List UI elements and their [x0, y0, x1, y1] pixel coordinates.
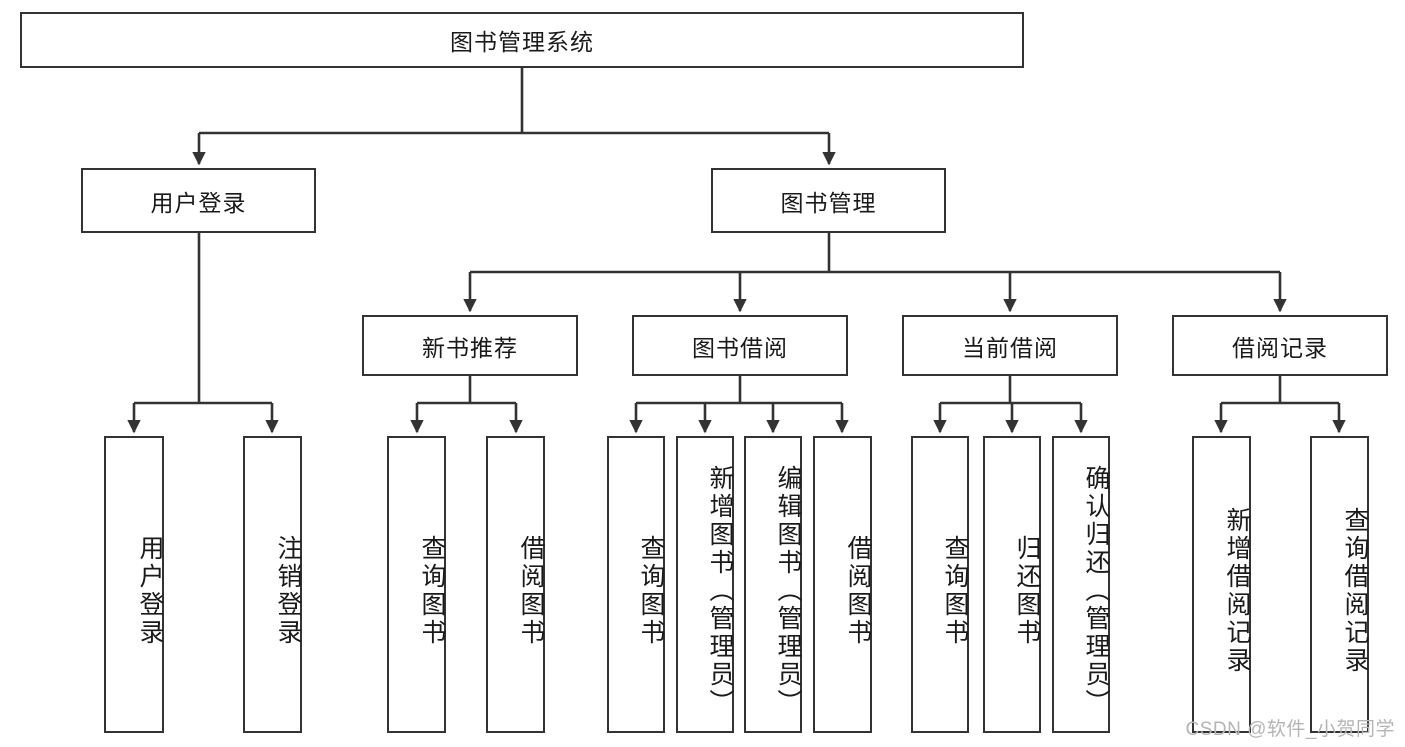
node-leaf-user-login[interactable]: 用户登录 — [104, 436, 164, 733]
node-book-borrow[interactable]: 图书借阅 — [632, 315, 848, 376]
node-user-login[interactable]: 用户登录 — [81, 168, 316, 233]
node-current-borrow-label: 当前借阅 — [962, 334, 1058, 361]
node-leaf-borrow-book-rec[interactable]: 借阅图书 — [486, 436, 545, 733]
node-leaf-query-borrow-record[interactable]: 查询借阅记录 — [1310, 436, 1369, 733]
node-leaf-query-book-rec[interactable]: 查询图书 — [387, 436, 446, 733]
node-leaf-add-book[interactable]: 新增图书（管理员） — [676, 436, 734, 733]
node-leaf-user-logout[interactable]: 注销登录 — [243, 436, 302, 733]
node-leaf-edit-book-label: 编辑图书（管理员） — [774, 464, 802, 717]
node-leaf-query-book-brw-label: 查询图书 — [637, 534, 665, 647]
node-leaf-return-book[interactable]: 归还图书 — [983, 436, 1041, 733]
node-leaf-borrow-book-rec-label: 借阅图书 — [517, 534, 545, 647]
watermark: CSDN @软件_小贺同学 — [1185, 719, 1395, 740]
node-leaf-add-borrow-record-label: 新增借阅记录 — [1223, 506, 1251, 675]
node-book-management-label: 图书管理 — [780, 189, 877, 216]
node-borrow-record-label: 借阅记录 — [1232, 334, 1328, 361]
node-leaf-add-book-label: 新增图书（管理员） — [706, 464, 734, 717]
node-leaf-query-book-brw[interactable]: 查询图书 — [607, 436, 665, 733]
node-leaf-user-logout-label: 注销登录 — [274, 534, 302, 647]
node-root-label: 图书管理系统 — [450, 29, 594, 55]
node-leaf-borrow-book-brw-label: 借阅图书 — [844, 534, 872, 647]
node-leaf-borrow-book-brw[interactable]: 借阅图书 — [813, 436, 872, 733]
node-leaf-add-borrow-record[interactable]: 新增借阅记录 — [1192, 436, 1251, 733]
node-borrow-record[interactable]: 借阅记录 — [1172, 315, 1388, 376]
node-user-login-label: 用户登录 — [150, 189, 247, 216]
node-book-borrow-label: 图书借阅 — [692, 334, 788, 361]
node-leaf-return-book-label: 归还图书 — [1013, 534, 1041, 647]
node-current-borrow[interactable]: 当前借阅 — [902, 315, 1118, 376]
node-leaf-confirm-return-label: 确认归还（管理员） — [1082, 464, 1110, 717]
node-new-book-recommend-label: 新书推荐 — [422, 334, 518, 361]
node-book-management[interactable]: 图书管理 — [711, 168, 946, 233]
node-leaf-query-borrow-record-label: 查询借阅记录 — [1341, 506, 1369, 675]
node-leaf-query-book-cur-label: 查询图书 — [941, 534, 969, 647]
node-leaf-query-book-cur[interactable]: 查询图书 — [911, 436, 969, 733]
node-leaf-query-book-rec-label: 查询图书 — [418, 534, 446, 647]
node-root[interactable]: 图书管理系统 — [20, 12, 1024, 68]
node-new-book-recommend[interactable]: 新书推荐 — [362, 315, 578, 376]
node-leaf-edit-book[interactable]: 编辑图书（管理员） — [744, 436, 802, 733]
node-leaf-confirm-return[interactable]: 确认归还（管理员） — [1052, 436, 1110, 733]
node-leaf-user-login-label: 用户登录 — [136, 534, 164, 647]
